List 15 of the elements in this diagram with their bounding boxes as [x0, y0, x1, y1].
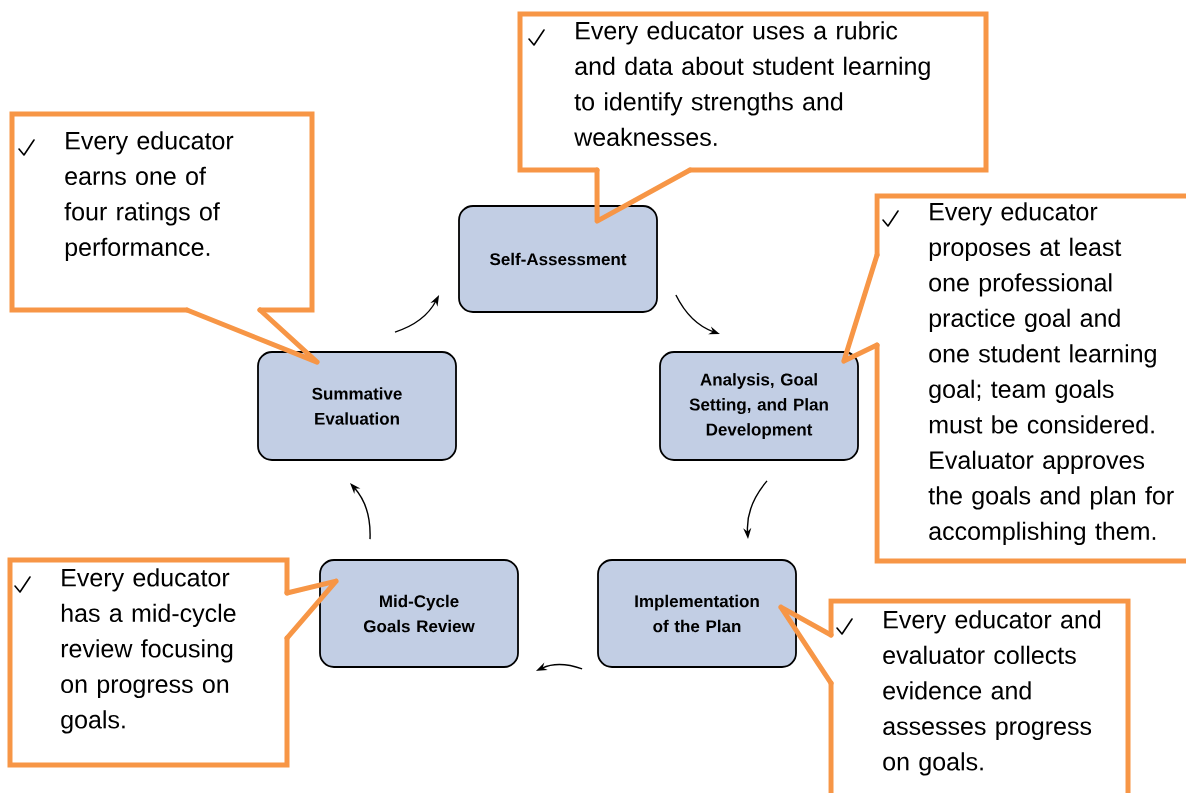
stage-box: Summative Evaluation	[257, 351, 457, 461]
callout-box: Every educator proposes at least one professional practice goal and one student learning goal; team goals must be considered. Evaluator approves the goals and plan for accomplishing them.	[874, 193, 1186, 564]
callout-pointer	[778, 604, 834, 686]
stage-box: Mid-Cycle Goals Review	[319, 559, 519, 668]
callout-box: Every educator and evaluator collects evidence and assesses progress on goals.	[828, 598, 1131, 793]
callout-box: Every educator uses a rubric and data about student learning to identify strengths and weaknesses.	[517, 11, 989, 173]
callout-pointer	[594, 167, 693, 224]
callout-pointer	[284, 578, 339, 641]
callout-pointer	[841, 252, 880, 364]
stage-box: Implementation of the Plan	[597, 559, 797, 668]
callout-pointer	[184, 307, 320, 365]
callout-box: Every educator earns one of four ratings of performance.	[9, 111, 315, 313]
callout-box: Every educator has a mid-cycle review focusing on progress on goals.	[7, 557, 290, 768]
stage-box: Analysis, Goal Setting, and Plan Development	[659, 351, 859, 461]
stage-box: Self-Assessment	[458, 205, 658, 313]
